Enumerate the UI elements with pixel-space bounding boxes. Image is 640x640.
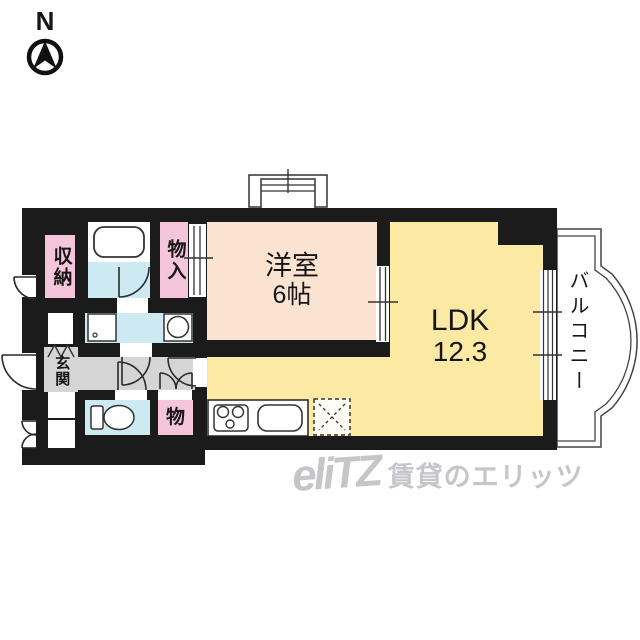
washbasin-icon (163, 313, 193, 342)
compass (26, 38, 64, 76)
sliding-door-partition (368, 266, 398, 342)
entrance-step-mark (47, 343, 75, 359)
balcony-inner-rail (557, 235, 632, 442)
western-room-name: 洋室 (265, 250, 319, 281)
room-western (207, 222, 377, 340)
watermark-brand-text: 賃貸のエリッツ (387, 461, 584, 492)
opening-closet-lower (158, 390, 192, 400)
washing-machine-icon (87, 313, 117, 342)
sink-icon (257, 404, 303, 432)
room-storage (45, 235, 75, 298)
room-closet-upper (160, 222, 188, 298)
opening-toilet (115, 390, 147, 400)
label-closet-upper: 物入 (164, 238, 186, 283)
trunk-room (48, 420, 75, 448)
room-closet-lower (158, 400, 193, 435)
western-room-size: 6帖 (272, 280, 312, 309)
compass-north-label: N (35, 5, 55, 36)
label-storage: 収納 (50, 246, 72, 288)
balcony-window (533, 270, 562, 400)
door-arcs (1, 266, 197, 449)
meter-box (48, 392, 75, 418)
shoe-cabinet (48, 313, 73, 344)
balcony-outline (556, 228, 638, 448)
door-bath (118, 266, 150, 298)
refrigerator-space-icon (313, 398, 351, 436)
sliding-door-closet (184, 224, 213, 297)
toilet-icon (90, 404, 135, 431)
watermark: eliTZ 賃貸のエリッツ (290, 446, 592, 501)
label-closet-lower: 物 (165, 406, 185, 428)
hallway (78, 357, 195, 390)
room-ldk (207, 222, 543, 436)
kitchen-counter (207, 399, 309, 437)
balcony-outer-rail (556, 228, 638, 448)
opening-ldk (193, 358, 207, 387)
watermark-logo: eliTZ (290, 446, 382, 501)
north-arrow-icon (33, 41, 57, 69)
opening-storage (20, 275, 36, 297)
door-toilet (117, 361, 147, 391)
opening-bath (117, 298, 148, 313)
bathtub-icon (93, 226, 145, 258)
label-western-room: 洋室 6帖 (207, 243, 377, 318)
label-balcony: バルコニー (566, 269, 588, 395)
door-closet-lower-double (159, 372, 193, 390)
label-entrance: 玄関 (53, 355, 71, 387)
label-ldk: LDK 12.3 (385, 297, 535, 375)
ldk-size: 12.3 (432, 336, 488, 368)
stove-icon (213, 404, 249, 432)
opening-washroom (120, 343, 152, 357)
door-trunk-double (21, 420, 37, 449)
door-storage-exterior (13, 276, 37, 300)
opening-entrance (20, 353, 36, 390)
door-entrance (1, 354, 37, 390)
ldk-name: LDK (430, 304, 490, 338)
